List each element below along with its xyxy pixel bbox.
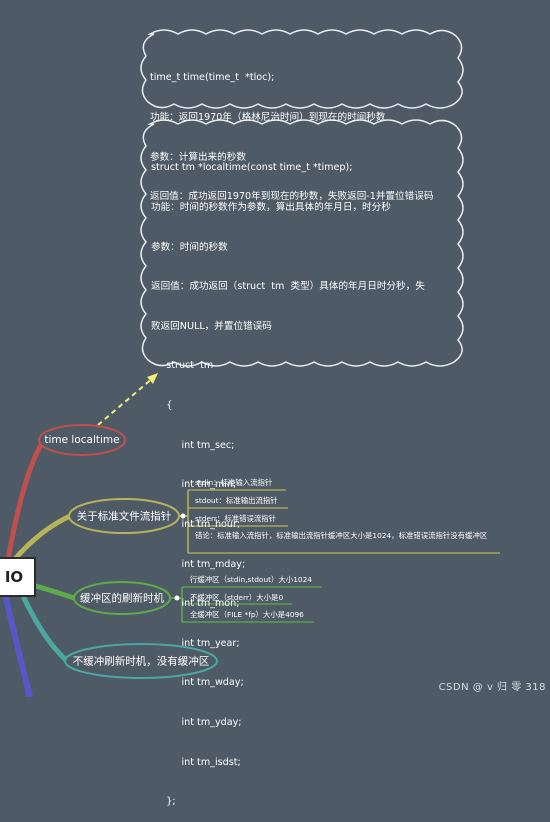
cloud-localtime-text: struct tm *localtime(const time_t *timep…	[151, 135, 425, 822]
cloud-localtime-line: 败返回NULL，并置位错误码	[151, 320, 272, 332]
cloud-time-line: 返回值：成功返回1970年到现在的秒数，失败返回-1并置位错误码	[150, 191, 434, 203]
cloud-localtime-line: 返回值：成功返回（struct tm 类型）具体的年月日时分秒，失	[151, 281, 425, 293]
cloud-localtime-line: int tm_mon;	[151, 598, 240, 610]
mindmap-canvas	[3, 29, 500, 697]
cloud-localtime-line: struct tm *localtime(const time_t *timep…	[151, 162, 353, 174]
node-buffer-refresh[interactable]: 缓冲区的刷新时机	[80, 592, 164, 605]
arrow-line	[97, 376, 155, 426]
cloud-localtime-shape	[140, 119, 464, 367]
leaf-conclusion[interactable]: 错论：标准输入流指针，标准输出流指针缓冲区大小是1024，标准错误流指针没有缓冲…	[195, 531, 488, 540]
cloud-localtime-line: int tm_min;	[151, 479, 237, 491]
cloud-localtime-line: {	[151, 400, 173, 412]
branch-line-buffer	[33, 583, 77, 601]
node-time-localtime-shape	[38, 424, 126, 456]
cloud-localtime-line: int tm_yday;	[151, 716, 242, 728]
root-node-io[interactable]: IO	[0, 557, 36, 597]
watermark: CSDN @ v 归 零 318	[438, 682, 546, 693]
cloud-localtime-line: int tm_hour;	[151, 518, 241, 530]
cloud-localtime-line: int tm_mday;	[151, 558, 246, 570]
cloud-time-line: 功能：返回1970年（格林尼治时间）到现在的时间秒数	[150, 112, 386, 124]
node-time-localtime[interactable]: time localtime	[44, 434, 120, 446]
cloud-time-line: 参数：计算出来的秒数	[150, 151, 246, 163]
leaf-stdout[interactable]: stdout：标准输出流指针	[195, 496, 278, 505]
cloud-localtime-line: int tm_sec;	[151, 439, 235, 451]
cloud-localtime-line: int tm_wday;	[151, 677, 244, 689]
cloud-localtime-line: struct tm	[151, 360, 214, 372]
node-no-buffer-refresh[interactable]: 不缓冲刷新时机，没有缓冲区	[72, 655, 210, 668]
branch-line-time	[5, 437, 47, 563]
branch-line-nobuffer	[21, 595, 69, 663]
leaf-full-buffer[interactable]: 全缓冲区（FILE *fp）大小是4096	[190, 610, 304, 619]
cloud-localtime-line: int tm_isdst;	[151, 756, 241, 768]
cloud-localtime-line: int tm_year;	[151, 637, 240, 649]
node-stdfile[interactable]: 关于标准文件流指针	[76, 510, 172, 523]
leaf-stdin[interactable]: stdin：标准输入流指针	[195, 478, 273, 487]
leaf-line-buffer[interactable]: 行缓冲区（stdin,stdout）大小1024	[190, 575, 313, 584]
connector-dot-stdfile	[180, 513, 186, 519]
branch-line-stdfile	[11, 513, 73, 563]
node-nobuffer-shape	[64, 643, 218, 679]
cloud-time-text: time_t time(time_t *tloc); 功能：返回1970年（格林…	[150, 45, 433, 217]
leaf-stderr[interactable]: stderr：标准错误流指针	[195, 514, 277, 523]
cloud-time-line: time_t time(time_t *tloc);	[150, 72, 275, 84]
leaf-no-buffer[interactable]: 不缓冲区（stderr）大小是0	[190, 593, 284, 602]
connector-dot-buffer	[174, 595, 180, 601]
arrow-head	[147, 373, 158, 384]
root-node-label: IO	[4, 568, 24, 586]
cloud-localtime-line: 功能：时间的秒数作为参数，算出具体的年月日，时分秒	[151, 202, 391, 214]
cloud-localtime-line: };	[151, 796, 176, 808]
cloud-time-shape	[140, 29, 464, 109]
cloud-localtime-line: 参数：时间的秒数	[151, 241, 228, 253]
branch-line-purple	[3, 595, 33, 697]
